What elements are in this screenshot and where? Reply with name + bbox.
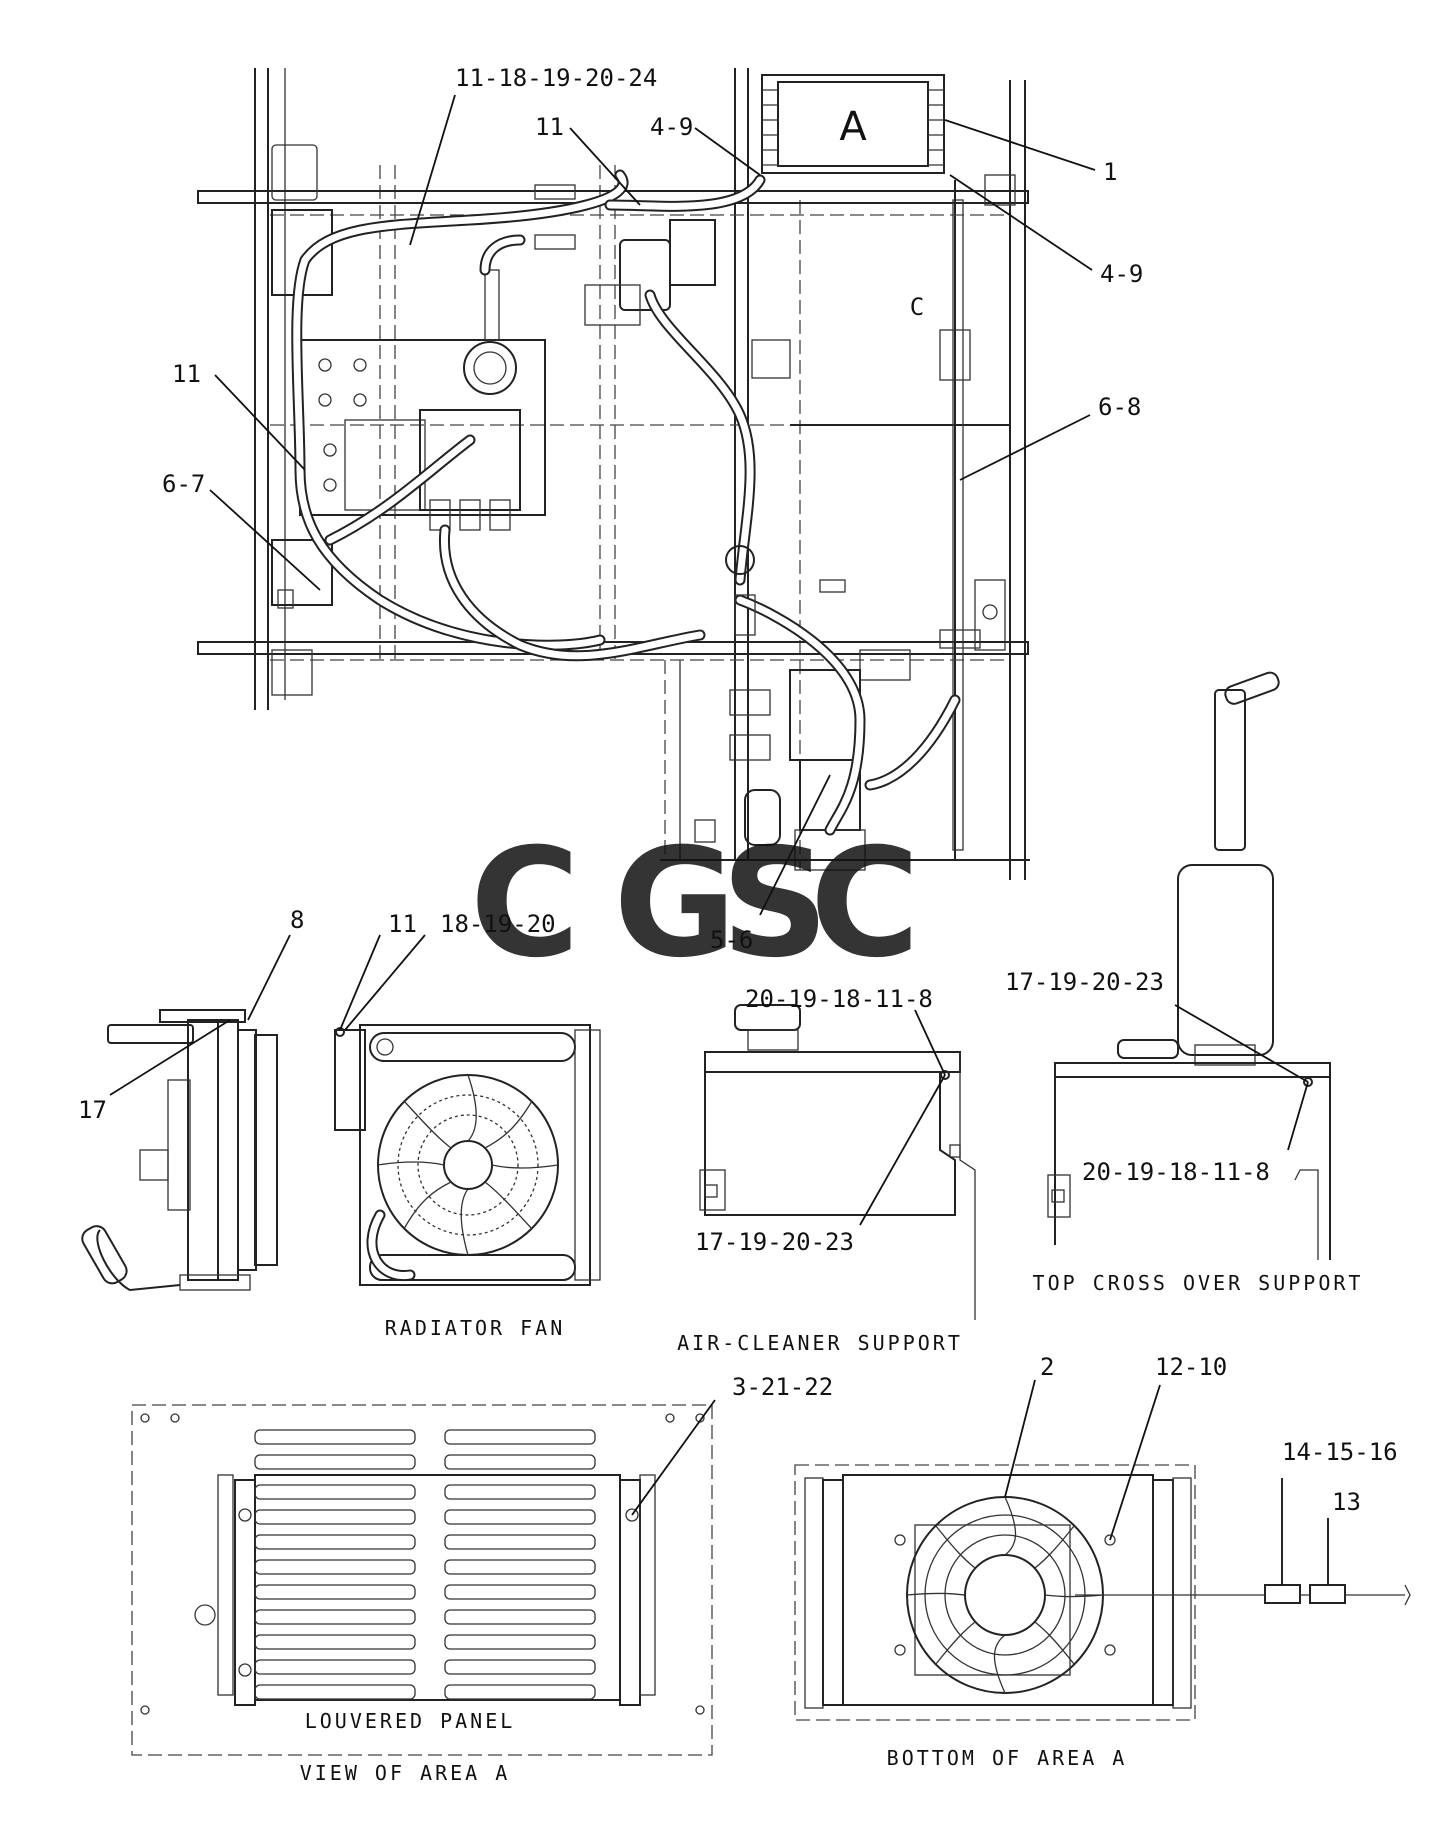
panel-c-label: C [910,293,924,321]
callout-8: 8 [290,906,304,934]
captions: RADIATOR FAN AIR-CLEANER SUPPORT TOP CRO… [300,1271,1364,1785]
watermark-letter-4: C [810,817,920,991]
radiator-side-view [81,1009,278,1292]
area-a-label: A [839,104,867,150]
callout-2: 2 [1040,1353,1054,1381]
caption-top-cross-over-support: TOP CROSS OVER SUPPORT [1033,1271,1364,1295]
view-of-area-a [131,1404,713,1756]
callout-12-10: 12-10 [1155,1353,1227,1381]
callout-5-6: 5-6 [710,926,753,954]
callout-6-7: 6-7 [162,470,205,498]
top-cross-over-support-view [1047,671,1331,1260]
caption-view-of-area-a: VIEW OF AREA A [300,1761,511,1785]
caption-radiator-fan: RADIATOR FAN [385,1316,566,1340]
watermark-letter-3: S [721,817,829,991]
louvers-left [254,1429,416,1700]
radiator-fan-view [334,1024,601,1286]
watermark-letter-2: G [613,817,736,991]
callout-11-fan: 11 [388,910,417,938]
louvers-right [444,1429,596,1700]
callout-14-15-16: 14-15-16 [1282,1438,1398,1466]
caption-louvered-panel: LOUVERED PANEL [305,1709,516,1733]
leader-lines [109,94,1329,1585]
air-cleaner-support-view [699,1004,976,1320]
cgsc-watermark: C G S C [470,817,920,991]
hose-routing [291,169,961,836]
callout-18-19-20: 18-19-20 [440,910,556,938]
callout-4-9-right: 4-9 [1100,260,1143,288]
callout-11-left: 11 [172,360,201,388]
caption-bottom-of-area-a: BOTTOM OF AREA A [887,1746,1128,1770]
bottom-of-area-a [794,1464,1411,1721]
callout-17-19-20-23-air: 17-19-20-23 [695,1228,854,1256]
callout-1: 1 [1103,158,1117,186]
callout-11-top: 11 [535,113,564,141]
callouts: 11-18-19-20-24 11 4-9 1 4-9 11 6-8 6-7 5… [78,64,1398,1516]
callout-20-19-18-11-8-top: 20-19-18-11-8 [1082,1158,1270,1186]
callout-17-19-20-23-top: 17-19-20-23 [1005,968,1164,996]
callout-20-19-18-11-8-air: 20-19-18-11-8 [745,985,933,1013]
callout-13: 13 [1332,1488,1361,1516]
callout-3-21-22: 3-21-22 [732,1373,833,1401]
callout-6-8: 6-8 [1098,393,1141,421]
callout-17: 17 [78,1096,107,1124]
caption-air-cleaner-support: AIR-CLEANER SUPPORT [677,1331,963,1355]
callout-4-9-top: 4-9 [650,113,693,141]
callout-11-18-19-20-24: 11-18-19-20-24 [455,64,657,92]
watermark-letter-1: C [470,817,580,991]
main-assembly: A C [197,68,1030,880]
